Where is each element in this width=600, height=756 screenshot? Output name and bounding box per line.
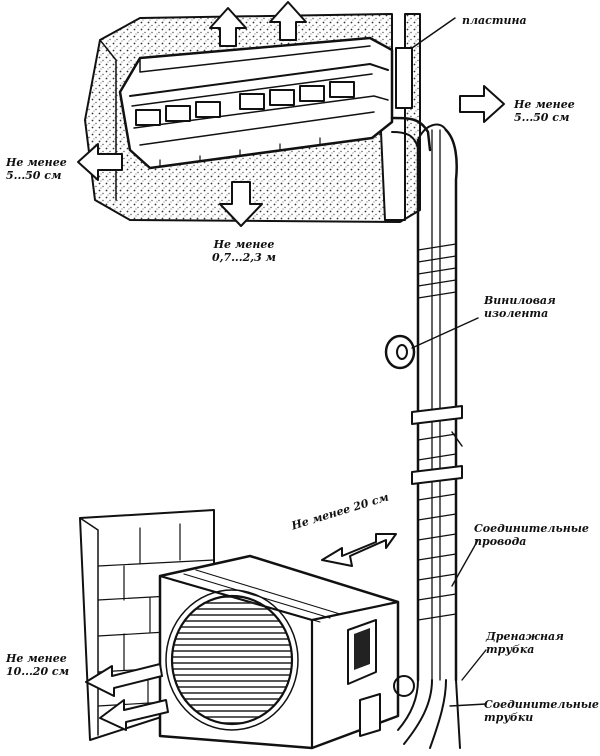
label-connecting-wires: Соединительные провода xyxy=(474,522,589,548)
leader-lines xyxy=(449,539,487,707)
arrow-up-icon xyxy=(209,1,307,47)
tape-roll xyxy=(384,317,479,370)
arrow-right-icon xyxy=(459,85,505,123)
double-arrow-icon xyxy=(321,533,397,567)
fan-grille xyxy=(165,589,299,731)
arrow-down-icon xyxy=(219,181,263,227)
label-plate: пластина xyxy=(462,14,527,27)
pipe-bundle xyxy=(390,116,463,682)
service-panel xyxy=(347,619,377,685)
label-left-clearance: Не менее 5...50 см xyxy=(6,156,67,182)
pipe-clamps xyxy=(411,405,463,485)
arrow-left-icon xyxy=(77,143,123,181)
label-drain-pipe: Дренажная трубка xyxy=(486,630,564,656)
arrow-left-icon xyxy=(85,663,169,731)
label-connecting-pipes: Соединительные трубки xyxy=(484,698,599,724)
indoor-unit xyxy=(118,36,394,170)
mounting-plate xyxy=(395,17,456,109)
label-bottom-clearance: Не менее 0,7...2,3 м xyxy=(211,238,277,264)
outdoor-unit xyxy=(158,554,461,750)
label-right-clearance: Не менее 5...50 см xyxy=(514,98,575,124)
label-vinyl-tape: Виниловая изолента xyxy=(484,294,556,320)
tape-wraps xyxy=(417,243,457,621)
display-panel xyxy=(135,81,355,126)
label-outdoor-side-clearance: Не менее 10...20 см xyxy=(6,652,70,678)
